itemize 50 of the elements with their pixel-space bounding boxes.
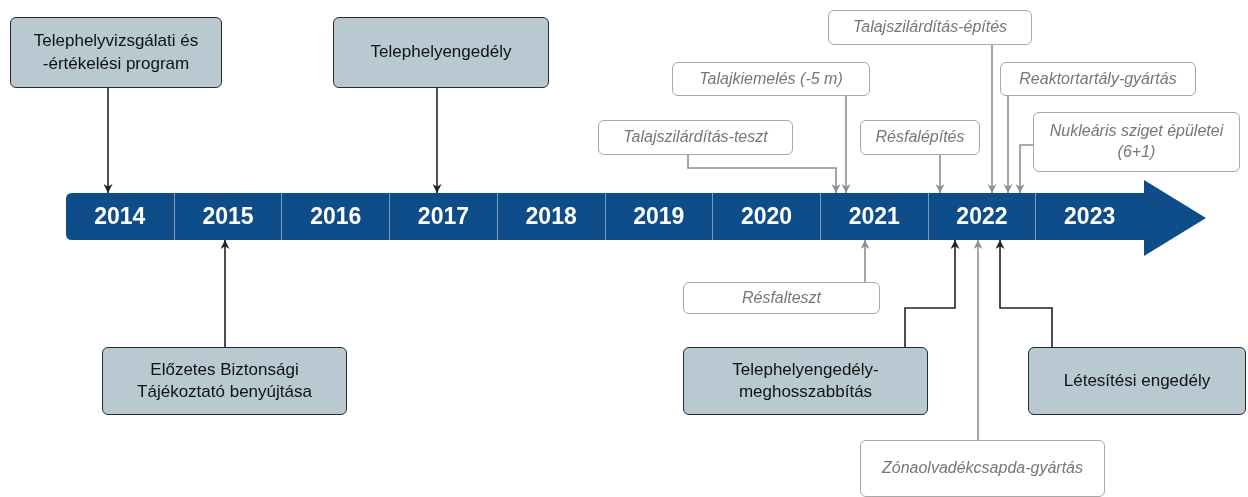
arrow: [973, 239, 983, 441]
activity-box: [672, 62, 870, 96]
milestone-label: Telephelyengedély-meghosszabbítás: [731, 358, 880, 403]
arrow: [904, 239, 960, 348]
arrow: [987, 44, 997, 194]
year-label: 2022: [956, 203, 1008, 230]
arrow: [103, 87, 113, 194]
milestone-box: [683, 347, 928, 415]
year-label: 2020: [740, 203, 793, 230]
arrow: [841, 95, 851, 194]
activity-box: [1033, 112, 1240, 172]
milestone-box: [102, 347, 347, 415]
year-label: 2014: [94, 203, 146, 230]
activity-box: [860, 440, 1105, 497]
milestone-box: [1028, 347, 1246, 415]
milestone-label: Előzetes Biztonsági Tájékoztató benyújtása: [136, 358, 313, 403]
activity-box: [598, 120, 793, 155]
activity-label: Talajszilárdítás-építés: [852, 17, 1008, 38]
arrow: [1003, 95, 1013, 194]
year-label: 2019: [633, 203, 685, 230]
activity-label: Zónaolvadékcsapda-gyártás: [882, 458, 1083, 479]
milestone-box: [333, 17, 549, 88]
arrow: [1015, 144, 1034, 194]
milestone-label: Telephelyengedély: [370, 41, 512, 64]
year-label: 2016: [310, 203, 362, 230]
year-label: 2015: [202, 203, 254, 230]
milestone-label: Létesítési engedély: [1063, 369, 1211, 392]
activity-box: [828, 10, 1032, 45]
milestone-label: Telephelyvizsgálati és -értékelési program: [32, 30, 200, 75]
timeline-arrow: [66, 180, 1206, 256]
year-label: 2018: [525, 203, 577, 230]
milestone-box: [10, 17, 222, 88]
activity-label: Résfalteszt: [741, 287, 822, 308]
activity-label: Talajkiemelés (-5 m): [699, 68, 843, 89]
activity-label: Reaktortartály-gyártás: [1019, 68, 1177, 89]
activity-box: [1000, 62, 1196, 96]
activity-label: Nukleáris sziget épületei (6+1): [1048, 121, 1225, 162]
arrow: [995, 239, 1053, 348]
arrow: [935, 154, 945, 194]
activity-box: [683, 282, 880, 314]
year-label: 2017: [417, 203, 469, 230]
year-label: 2021: [848, 203, 900, 230]
activity-label: Résfalépítés: [875, 127, 965, 148]
arrow: [860, 239, 870, 283]
arrow: [220, 239, 230, 348]
arrow: [687, 154, 841, 194]
activity-box: [860, 120, 980, 155]
activity-label: Talajszilárdítás-teszt: [623, 127, 768, 148]
year-label: 2023: [1064, 203, 1116, 230]
arrow: [432, 87, 442, 194]
